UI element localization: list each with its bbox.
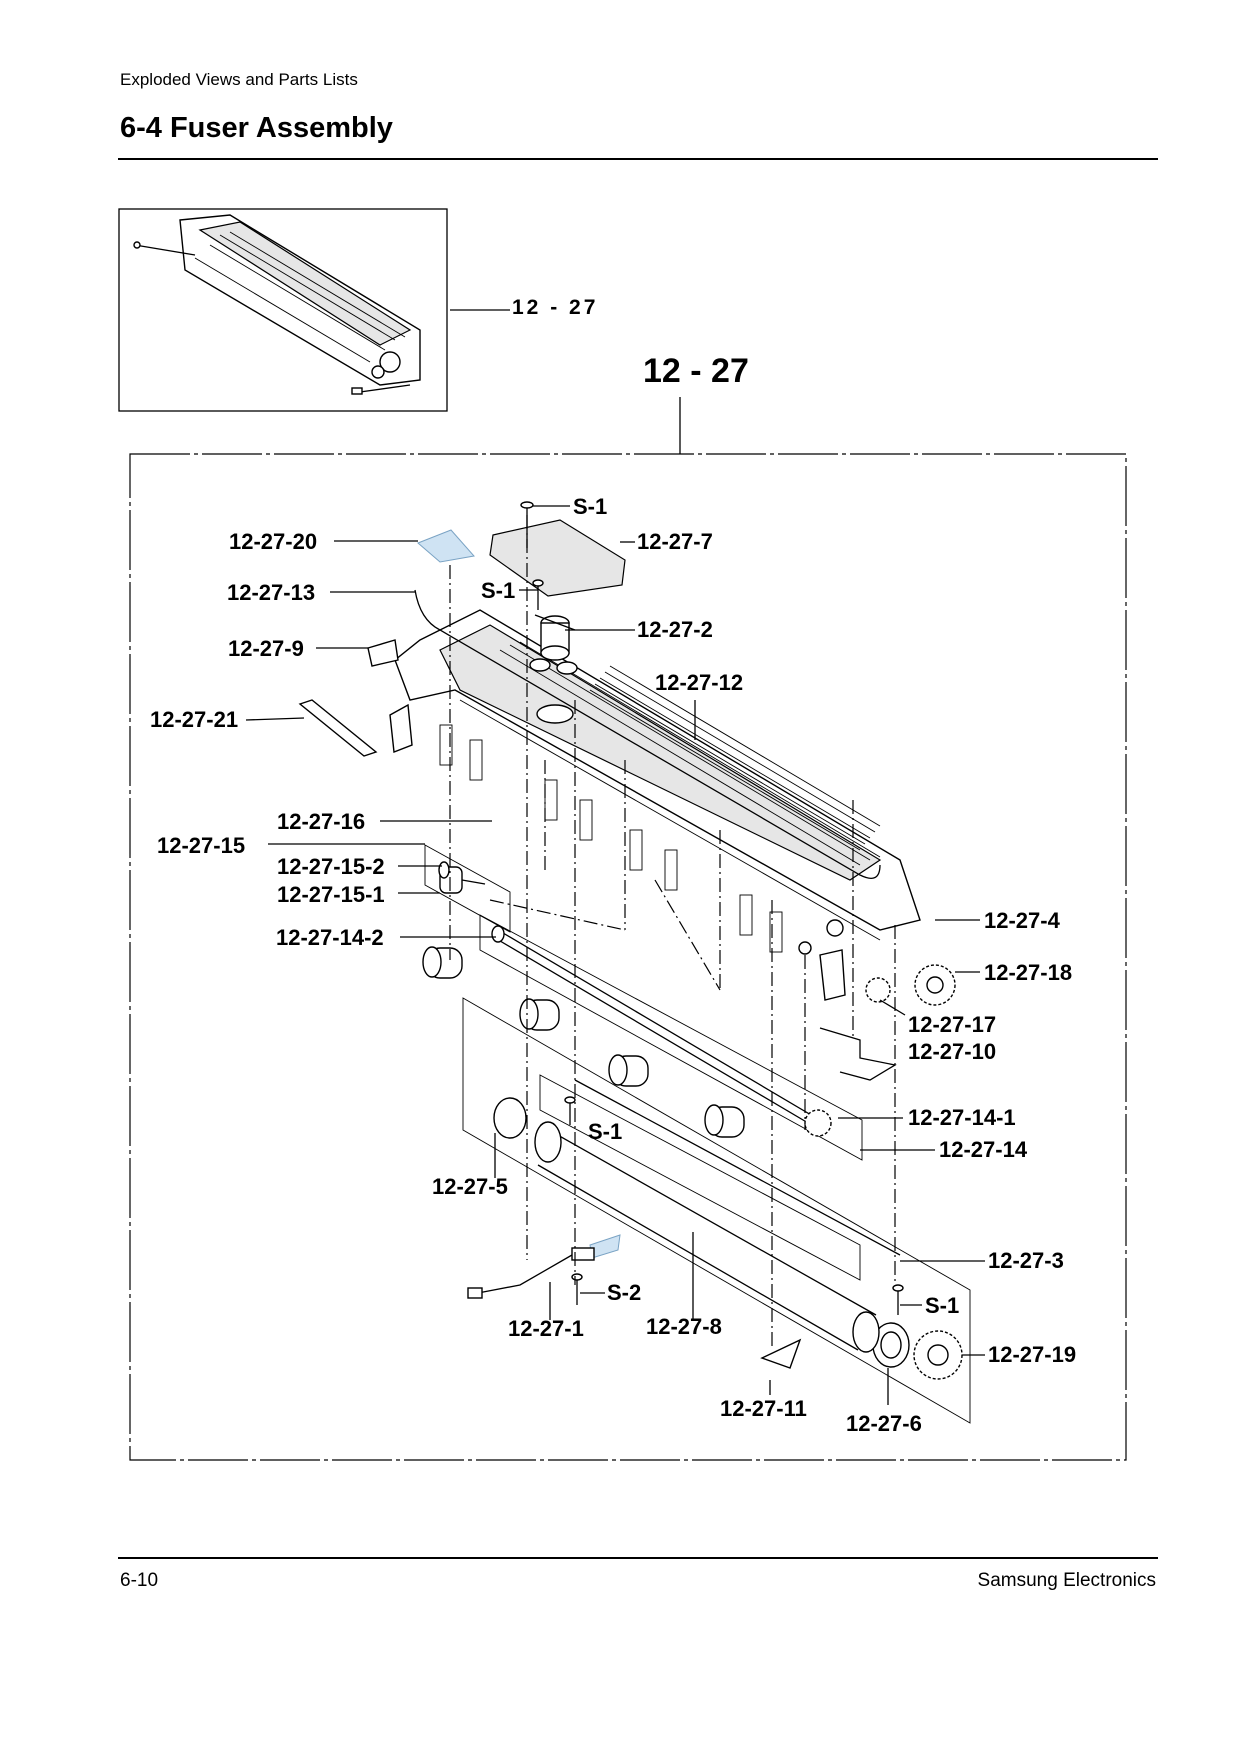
inset-fuser-sketch: [133, 214, 421, 395]
small-roller-part: [438, 861, 486, 894]
cover-plate-part: [489, 519, 626, 597]
callout-12-27-16: 12-27-16: [277, 809, 365, 834]
callout-s2: S-2: [607, 1280, 641, 1305]
callout-12-27-21: 12-27-21: [150, 707, 238, 732]
callout-12-27-6: 12-27-6: [846, 1411, 922, 1436]
callout-12-27-19: 12-27-19: [988, 1342, 1076, 1367]
callout-12-27-13: 12-27-13: [227, 580, 315, 605]
callout-12-27-7: 12-27-7: [637, 529, 713, 554]
heat-roller-part: [534, 1121, 880, 1353]
page-number: 6-10: [120, 1570, 159, 1591]
callout-s1-mid: S-1: [481, 578, 515, 603]
callout-s1-lower: S-1: [588, 1119, 622, 1144]
callout-12-27-12: 12-27-12: [655, 670, 743, 695]
callout-12-27-11: 12-27-11: [720, 1396, 807, 1421]
callout-12-27-14: 12-27-14: [939, 1137, 1028, 1162]
inset-label: 12 - 27: [512, 296, 598, 319]
header-rule: [118, 158, 1158, 160]
callout-12-27-5: 12-27-5: [432, 1174, 508, 1199]
assembly-label: 12 - 27: [643, 352, 749, 390]
roller-frame-part: [424, 844, 511, 933]
sheet-part: [417, 529, 475, 563]
callout-12-27-1: 12-27-1: [508, 1316, 584, 1341]
running-head: Exploded Views and Parts Lists: [120, 70, 358, 89]
callout-12-27-15: 12-27-15: [157, 833, 245, 858]
inset-overview: 12 - 27: [118, 208, 598, 412]
callout-12-27-14-2: 12-27-14-2: [276, 925, 384, 950]
callout-12-27-20: 12-27-20: [229, 529, 317, 554]
gear-parts: [804, 964, 963, 1380]
callout-12-27-8: 12-27-8: [646, 1314, 722, 1339]
fuser-frame-part: [389, 609, 921, 1001]
section-title: 6-4 Fuser Assembly: [120, 112, 393, 144]
callout-12-27-9: 12-27-9: [228, 636, 304, 661]
callout-12-27-4: 12-27-4: [984, 908, 1061, 933]
pressure-rollers: [422, 946, 745, 1138]
footer-rule: [118, 1557, 1158, 1559]
thermostat-part: [534, 614, 576, 661]
main-frame: [129, 453, 1127, 1461]
thermistor-part: [467, 1234, 621, 1299]
callout-12-27-10: 12-27-10: [908, 1039, 996, 1064]
bracket-part: [367, 639, 399, 667]
shaft-part: [491, 925, 824, 1131]
lower-frame-part: [462, 997, 971, 1424]
callout-12-27-15-2: 12-27-15-2: [277, 854, 385, 879]
callout-12-27-14-1: 12-27-14-1: [908, 1105, 1016, 1130]
callout-12-27-2: 12-27-2: [637, 617, 713, 642]
callout-s1-right: S-1: [925, 1293, 959, 1318]
alignment-lines: [449, 515, 896, 1350]
callout-12-27-15-1: 12-27-15-1: [277, 882, 385, 907]
callout-12-27-3: 12-27-3: [988, 1248, 1064, 1273]
guide-part: [760, 1338, 802, 1369]
callout-s1-top: S-1: [573, 494, 607, 519]
strap-part: [298, 699, 378, 757]
leader-lines: [245, 505, 985, 1405]
callout-12-27-18: 12-27-18: [984, 960, 1072, 985]
callout-12-27-17: 12-27-17: [908, 1012, 996, 1037]
publisher: Samsung Electronics: [977, 1570, 1156, 1591]
wire-part: [414, 589, 881, 879]
